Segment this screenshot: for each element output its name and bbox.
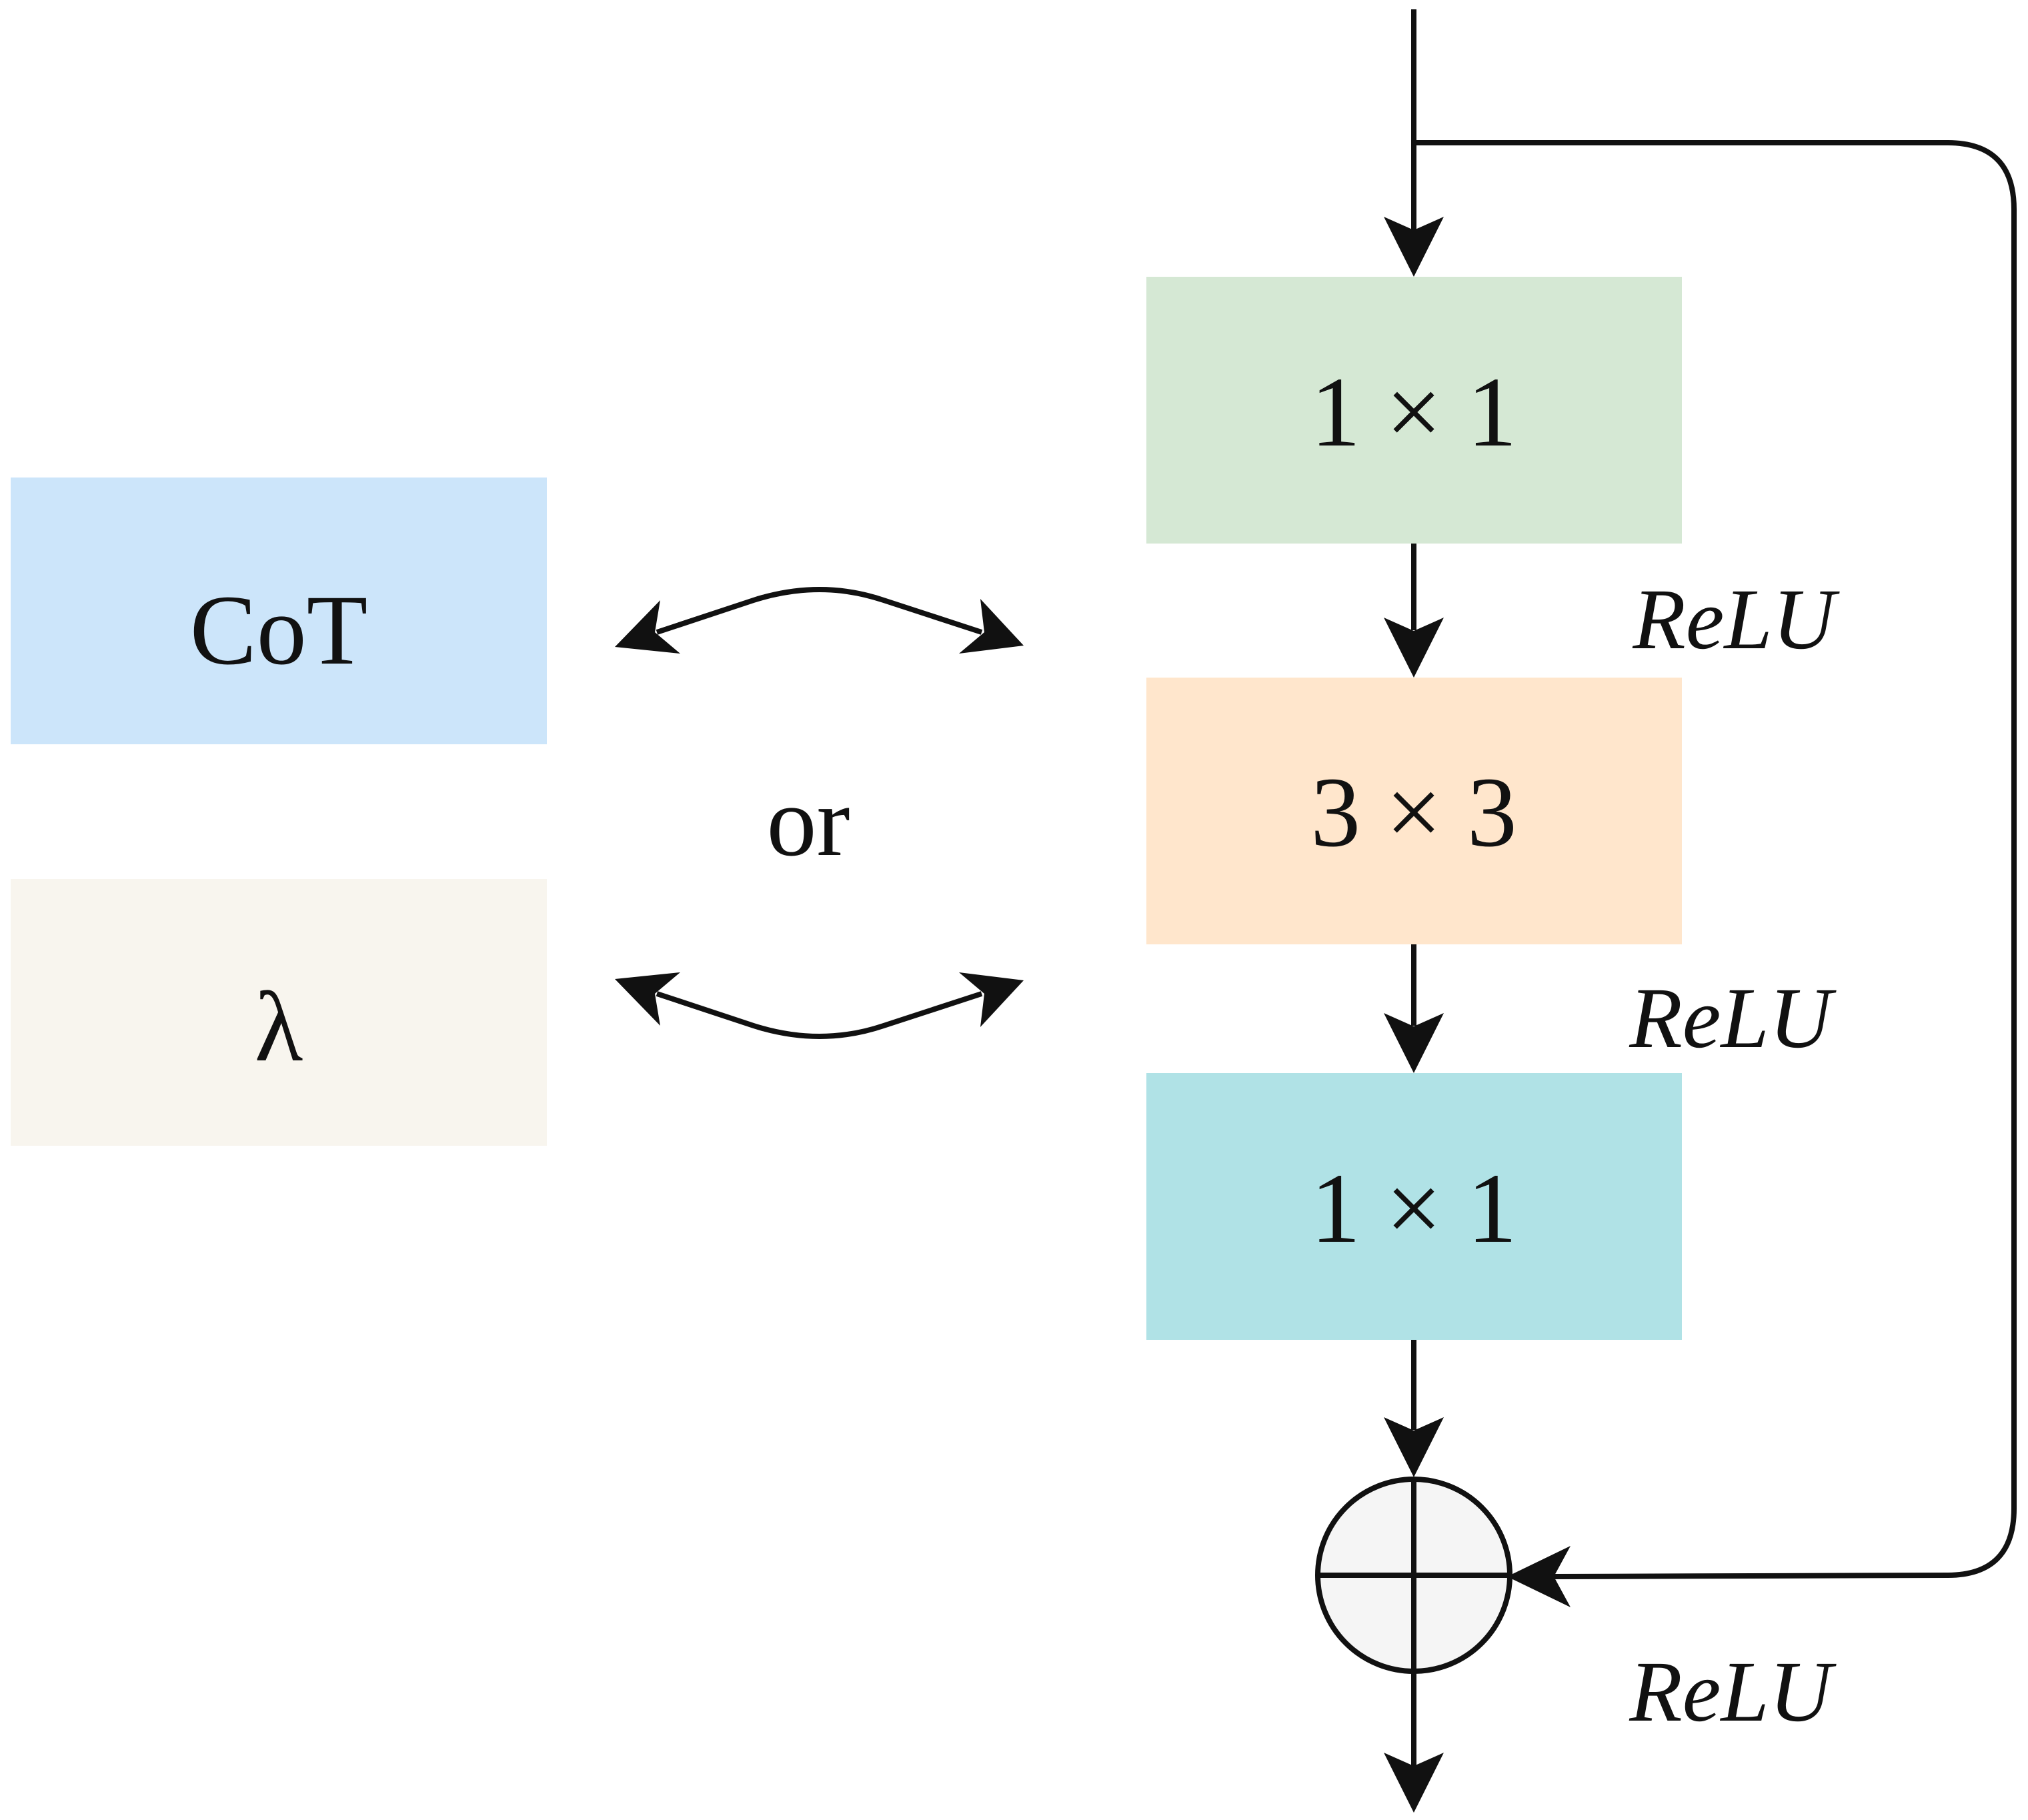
- upper-double-arrow-right-head: [959, 599, 1024, 654]
- skip-connection: [1414, 140, 2017, 1579]
- lambda-box-label: λ: [255, 972, 303, 1082]
- upper-double-arrow-left-head: [615, 600, 680, 654]
- arrow-2-to-3-head: [1384, 1013, 1444, 1073]
- upper-double-arrow-curve: [656, 587, 983, 635]
- arrow-3-to-add-head: [1384, 1417, 1444, 1477]
- lower-double-arrow-right-head: [959, 972, 1024, 1027]
- relu-label-1: ReLU: [1632, 572, 1839, 668]
- conv3x3-label: 3 × 3: [1310, 757, 1517, 868]
- conv1x1-top-label: 1 × 1: [1310, 357, 1517, 468]
- conv1x1-top-block: [1146, 277, 1682, 544]
- output-arrow-head: [1384, 1753, 1444, 1813]
- conv1x1-bottom-label: 1 × 1: [1310, 1153, 1517, 1264]
- conv3x3-block: [1146, 678, 1682, 944]
- lower-double-arrow-curve: [656, 991, 983, 1039]
- conv1x1-bottom-block: [1146, 1073, 1682, 1340]
- skip-arrow-head: [1507, 1546, 1571, 1607]
- relu-label-2: ReLU: [1629, 970, 1836, 1066]
- or-label: or: [767, 766, 850, 877]
- arrow-1-to-2-head: [1384, 618, 1444, 678]
- lambda-box: [11, 879, 547, 1146]
- lower-double-arrow-left-head: [615, 972, 680, 1026]
- relu-label-3: ReLU: [1629, 1644, 1836, 1740]
- cot-box-label: CoT: [190, 575, 368, 686]
- input-arrow-head: [1384, 217, 1444, 277]
- cot-box: [11, 478, 547, 744]
